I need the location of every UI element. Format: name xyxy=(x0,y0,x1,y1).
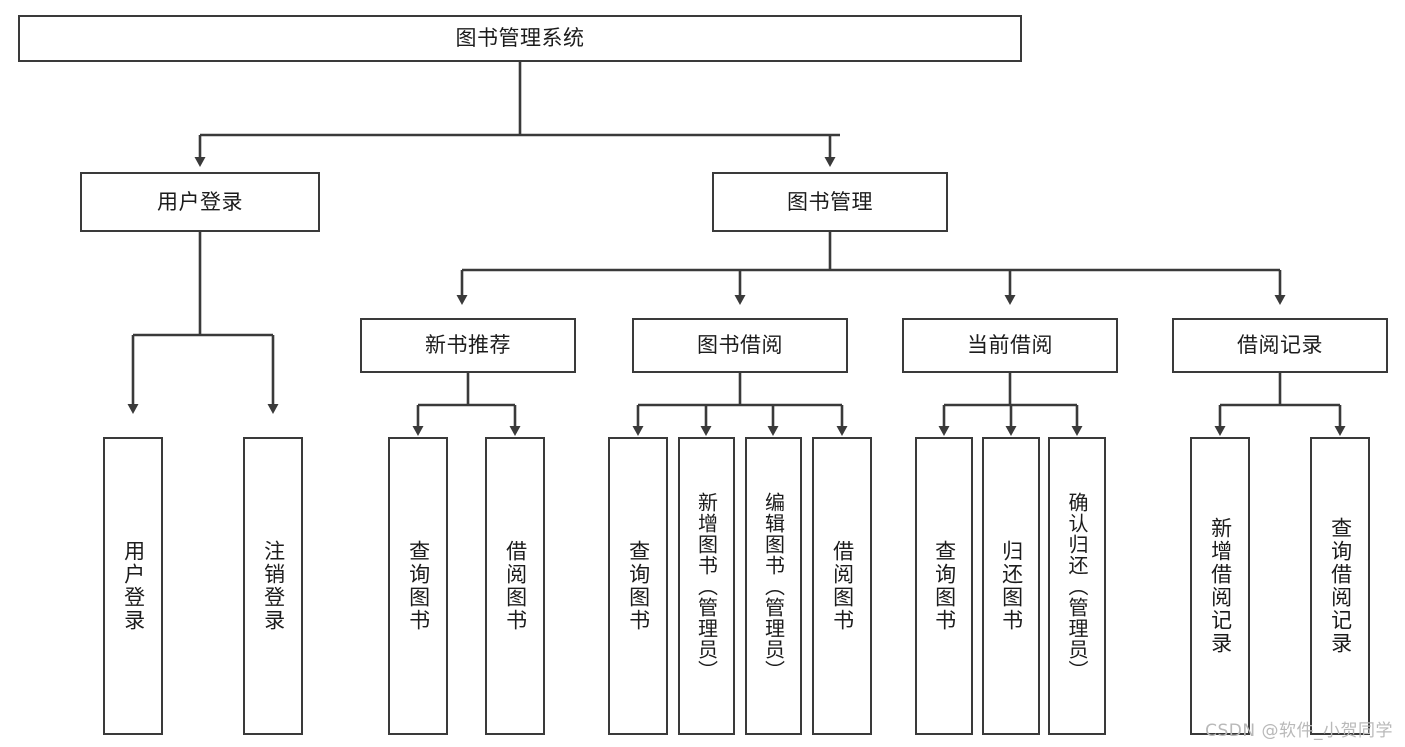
node-book-borrow[interactable]: 图书借阅 xyxy=(632,318,848,373)
node-leaf-query-book-1-label: 查询图书 xyxy=(406,540,431,632)
node-leaf-user-login-label: 用户登录 xyxy=(121,540,146,632)
csdn-watermark: CSDN @软件_小贺同学 xyxy=(1205,721,1393,741)
node-leaf-borrow-book-2[interactable]: 借阅图书 xyxy=(812,437,872,735)
node-leaf-confirm-return-label: 确认归还（管理员） xyxy=(1065,491,1089,681)
node-leaf-query-book-2-label: 查询图书 xyxy=(626,540,651,632)
node-book-management[interactable]: 图书管理 xyxy=(712,172,948,232)
node-leaf-return-book-label: 归还图书 xyxy=(999,540,1024,632)
node-leaf-query-book-3[interactable]: 查询图书 xyxy=(915,437,973,735)
node-leaf-query-record-label: 查询借阅记录 xyxy=(1328,517,1353,655)
node-borrow-record-label: 借阅记录 xyxy=(1237,333,1323,358)
node-leaf-add-book[interactable]: 新增图书（管理员） xyxy=(678,437,735,735)
node-leaf-borrow-book-2-label: 借阅图书 xyxy=(830,540,855,632)
node-leaf-logout-login[interactable]: 注销登录 xyxy=(243,437,303,735)
node-leaf-query-book-3-label: 查询图书 xyxy=(932,540,957,632)
node-leaf-return-book[interactable]: 归还图书 xyxy=(982,437,1040,735)
node-book-management-label: 图书管理 xyxy=(787,189,873,214)
node-current-borrow[interactable]: 当前借阅 xyxy=(902,318,1118,373)
node-leaf-logout-login-label: 注销登录 xyxy=(261,540,286,632)
node-leaf-borrow-book-1-label: 借阅图书 xyxy=(503,540,528,632)
node-leaf-add-record[interactable]: 新增借阅记录 xyxy=(1190,437,1250,735)
node-leaf-query-book-1[interactable]: 查询图书 xyxy=(388,437,448,735)
node-leaf-borrow-book-1[interactable]: 借阅图书 xyxy=(485,437,545,735)
node-new-book-recommend[interactable]: 新书推荐 xyxy=(360,318,576,373)
node-user-login-label: 用户登录 xyxy=(157,189,243,214)
node-root[interactable]: 图书管理系统 xyxy=(18,15,1022,62)
node-leaf-add-record-label: 新增借阅记录 xyxy=(1208,517,1233,655)
node-new-book-recommend-label: 新书推荐 xyxy=(425,333,511,358)
node-leaf-add-book-label: 新增图书（管理员） xyxy=(694,491,719,681)
node-root-label: 图书管理系统 xyxy=(455,26,585,51)
node-leaf-edit-book[interactable]: 编辑图书（管理员） xyxy=(745,437,802,735)
node-leaf-query-record[interactable]: 查询借阅记录 xyxy=(1310,437,1370,735)
node-user-login[interactable]: 用户登录 xyxy=(80,172,320,232)
node-leaf-edit-book-label: 编辑图书（管理员） xyxy=(761,491,786,681)
node-leaf-user-login[interactable]: 用户登录 xyxy=(103,437,163,735)
node-book-borrow-label: 图书借阅 xyxy=(697,333,783,358)
node-borrow-record[interactable]: 借阅记录 xyxy=(1172,318,1388,373)
node-leaf-query-book-2[interactable]: 查询图书 xyxy=(608,437,668,735)
node-current-borrow-label: 当前借阅 xyxy=(967,333,1053,358)
node-leaf-confirm-return[interactable]: 确认归还（管理员） xyxy=(1048,437,1106,735)
